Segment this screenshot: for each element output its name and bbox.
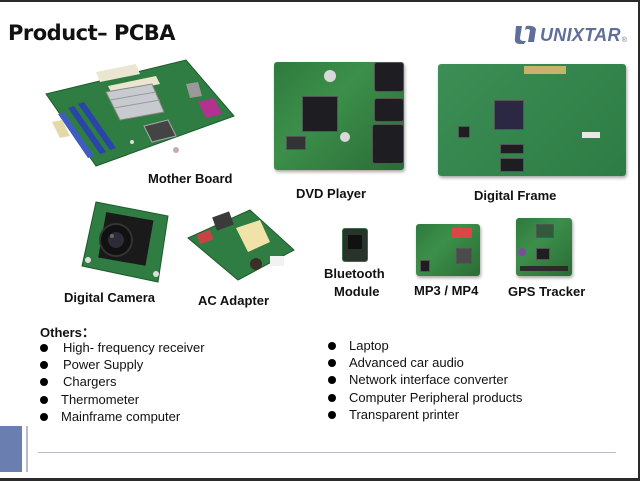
bullet-icon [328, 342, 336, 350]
list-item: High- frequency receiver [38, 339, 205, 356]
list-item: Advanced car audio [326, 354, 522, 371]
bullet-icon [40, 378, 48, 387]
others-list-left: High- frequency receiver Power Supply Ch… [38, 339, 205, 425]
unixtar-logo-mark-icon [514, 25, 536, 44]
list-item: Mainframe computer [38, 408, 205, 425]
digital-frame-image [438, 64, 626, 176]
mother-board-label: Mother Board [148, 171, 233, 186]
registered-mark: ® [621, 36, 627, 44]
digital-camera-image [81, 201, 169, 283]
digital-camera-label: Digital Camera [64, 290, 156, 305]
digital-frame-label: Digital Frame [474, 188, 557, 203]
list-item: Thermometer [38, 391, 205, 408]
dvd-player-label: DVD Player [296, 186, 367, 201]
gps-tracker-image [516, 218, 572, 276]
accent-divider [26, 426, 28, 472]
bluetooth-module-label-line1: Bluetooth [324, 266, 385, 281]
mp3-mp4-label: MP3 / MP4 [414, 283, 479, 298]
list-item: Computer Peripheral products [326, 389, 522, 406]
bullet-icon [328, 376, 336, 385]
list-item: Network interface converter [326, 371, 522, 388]
bullet-icon [40, 412, 48, 421]
bullet-icon [40, 361, 48, 370]
dvd-player-image [274, 62, 404, 170]
gps-tracker-label: GPS Tracker [508, 284, 586, 299]
list-item: Laptop [326, 337, 522, 354]
list-item: Power Supply [38, 356, 205, 373]
bullet-icon [328, 410, 336, 419]
accent-bar [0, 426, 22, 472]
slide-title: Product– PCBA [8, 21, 176, 45]
ac-adapter-label: AC Adapter [198, 293, 270, 308]
bluetooth-module-label-line2: Module [334, 284, 380, 299]
bluetooth-module-image [342, 228, 368, 262]
logo-text: UNIXTAR [540, 24, 621, 45]
others-title: Others： [40, 325, 95, 340]
list-item: Chargers [38, 373, 205, 390]
list-item: Transparent printer [326, 406, 522, 423]
bullet-icon [328, 393, 336, 402]
others-list-right: Laptop Advanced car audio Network interf… [326, 337, 522, 423]
bullet-icon [40, 344, 48, 352]
ac-adapter-image [187, 209, 295, 281]
mp3-mp4-image [416, 224, 480, 276]
bullet-icon [328, 359, 336, 368]
footer-divider [38, 452, 616, 453]
bullet-icon [40, 395, 48, 404]
mother-board-image [45, 59, 235, 167]
unixtar-logo: UNIXTAR ® [514, 24, 627, 46]
